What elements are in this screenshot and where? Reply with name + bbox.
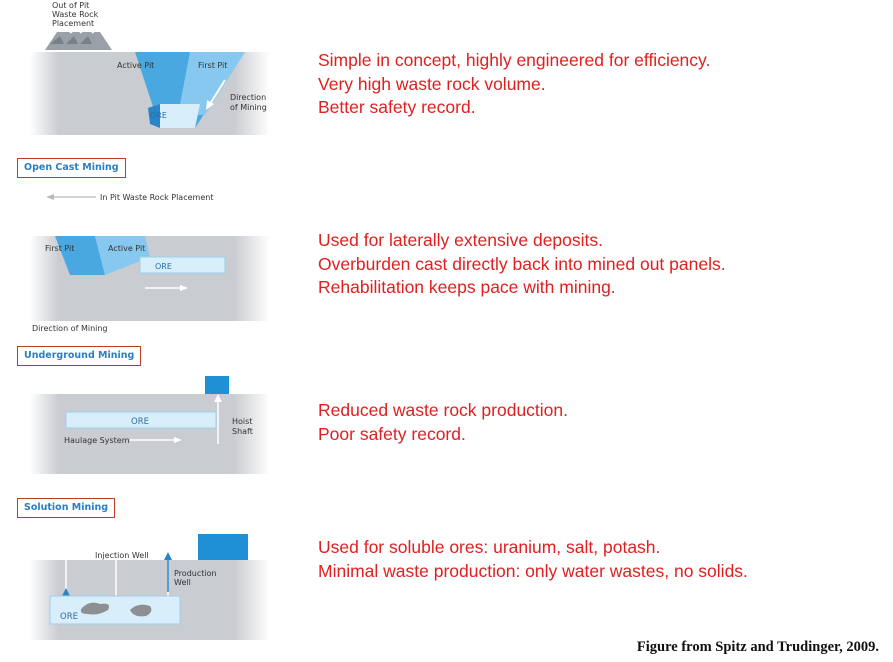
panel-open-pit: ORE Active Pit First Pit Direction of Mi… bbox=[0, 0, 300, 145]
underground-desc-line-2: Poor safety record. bbox=[318, 423, 466, 444]
underground-haulage-label: Haulage System bbox=[64, 436, 130, 445]
open-cast-desc-line-3: Rehabilitation keeps pace with mining. bbox=[318, 277, 616, 297]
underground-ore-label: ORE bbox=[131, 417, 149, 427]
underground-section-label: Underground Mining bbox=[17, 346, 142, 366]
panel-open-cast: In Pit Waste Rock Placement ORE First Pi… bbox=[0, 185, 300, 335]
open-pit-description: Simple in concept, highly engineered for… bbox=[318, 49, 710, 120]
open-pit-direction-line-1: Direction bbox=[230, 93, 266, 102]
open-pit-ore-label: ORE bbox=[150, 111, 167, 120]
open-cast-description: Used for laterally extensive deposits. O… bbox=[318, 229, 726, 300]
open-cast-in-pit-waste-label: In Pit Waste Rock Placement bbox=[100, 193, 213, 202]
solution-description: Used for soluble ores: uranium, salt, po… bbox=[318, 536, 748, 583]
open-pit-desc-line-2: Very high waste rock volume. bbox=[318, 73, 546, 94]
underground-hoist-line-2: Shaft bbox=[232, 427, 253, 436]
underground-description: Reduced waste rock production. Poor safe… bbox=[318, 399, 568, 446]
open-cast-active-pit-label: Active Pit bbox=[108, 244, 145, 253]
open-pit-direction-line-2: of Mining bbox=[230, 103, 267, 112]
panel-underground: ORE Haulage System Hoist Shaft bbox=[0, 372, 300, 482]
open-pit-desc-line-1: Simple in concept, highly engineered for… bbox=[318, 50, 711, 70]
open-cast-desc-line-1: Used for laterally extensive deposits. bbox=[318, 230, 603, 250]
open-pit-waste-line-3: Placement bbox=[52, 19, 94, 28]
open-cast-section-label: Open Cast Mining bbox=[17, 158, 126, 178]
open-cast-direction-label: Direction of Mining bbox=[32, 324, 108, 333]
open-cast-first-pit-label: First Pit bbox=[45, 244, 74, 253]
underground-hoist-line-1: Hoist bbox=[232, 417, 252, 426]
solution-ore-label: ORE bbox=[60, 612, 78, 622]
solution-production-line-2: Well bbox=[174, 578, 191, 587]
open-pit-first-pit-label: First Pit bbox=[198, 61, 227, 70]
open-cast-ore-label: ORE bbox=[155, 262, 172, 271]
figure-credit: Figure from Spitz and Trudinger, 2009. bbox=[636, 639, 879, 655]
open-pit-diagram: ORE Active Pit First Pit Direction of Mi… bbox=[30, 1, 270, 135]
open-pit-active-pit-label: Active Pit bbox=[117, 61, 154, 70]
solution-desc-line-1: Used for soluble ores: uranium, salt, po… bbox=[318, 537, 661, 557]
solution-diagram: Injection Well Production Well ORE bbox=[30, 534, 270, 640]
solution-section-label: Solution Mining bbox=[17, 498, 116, 518]
underground-diagram: ORE Haulage System Hoist Shaft bbox=[30, 376, 270, 474]
solution-production-line-1: Production bbox=[174, 569, 217, 578]
open-cast-diagram: In Pit Waste Rock Placement ORE First Pi… bbox=[30, 193, 270, 333]
underground-desc-line-1: Reduced waste rock production. bbox=[318, 400, 568, 420]
panel-solution: Injection Well Production Well ORE bbox=[0, 530, 300, 645]
open-cast-desc-line-2: Overburden cast directly back into mined… bbox=[318, 253, 726, 274]
open-pit-waste-line-2: Waste Rock bbox=[52, 10, 99, 19]
open-pit-waste-line-1: Out of Pit bbox=[52, 1, 89, 10]
solution-desc-line-2: Minimal waste production: only water was… bbox=[318, 560, 748, 581]
solution-injection-label: Injection Well bbox=[95, 551, 149, 560]
open-pit-desc-line-3: Better safety record. bbox=[318, 97, 476, 117]
